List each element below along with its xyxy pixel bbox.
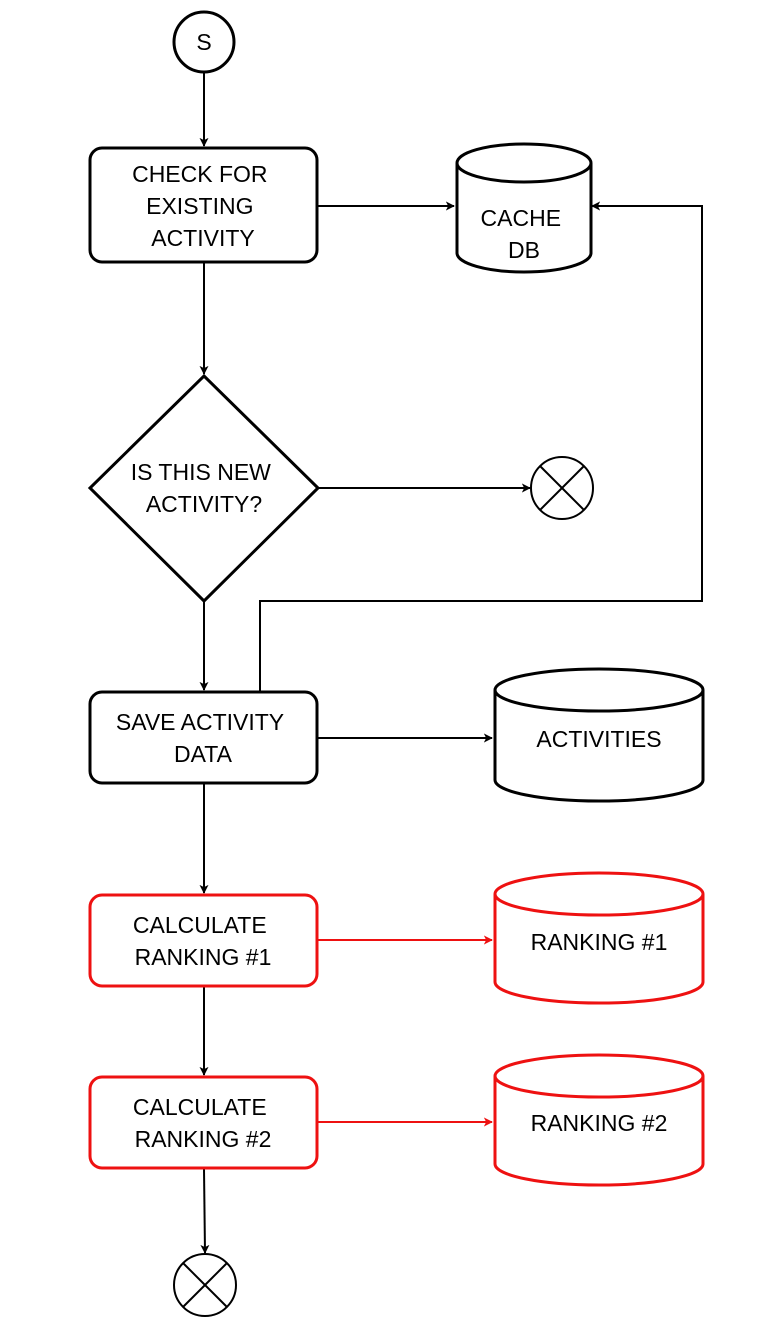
- decision-new-activity: IS THIS NEW ACTIVITY?: [87, 373, 321, 604]
- ranking-2-db-cylinder: RANKING #2: [493, 1053, 705, 1187]
- process-check-existing-label: CHECK FOR EXISTING ACTIVITY: [132, 161, 274, 251]
- process-calculate-ranking-2: CALCULATE RANKING #2: [88, 1075, 319, 1170]
- edge-rank2-to-end: [200, 1168, 210, 1254]
- edge-save-to-cache-db: [259, 201, 703, 691]
- cache-db-cylinder: CACHE DB: [455, 142, 593, 274]
- ranking-1-db-label: RANKING #1: [531, 929, 668, 955]
- process-check-existing: CHECK FOR EXISTING ACTIVITY: [88, 146, 319, 264]
- process-save-activity-label: SAVE ACTIVITY DATA: [116, 709, 290, 767]
- process-calculate-ranking-1: CALCULATE RANKING #1: [88, 893, 319, 988]
- ranking-2-db-label: RANKING #2: [531, 1110, 668, 1136]
- start-label: S: [196, 29, 211, 55]
- activities-db-cylinder: ACTIVITIES: [493, 667, 705, 803]
- activities-db-label: ACTIVITIES: [536, 726, 661, 752]
- process-calculate-ranking-1-label: CALCULATE RANKING #1: [133, 912, 273, 970]
- cache-db-label: CACHE DB: [481, 205, 568, 263]
- start-node: S: [172, 10, 236, 74]
- process-calculate-ranking-2-label: CALCULATE RANKING #2: [133, 1094, 273, 1152]
- process-save-activity: SAVE ACTIVITY DATA: [88, 690, 319, 785]
- connectors: [199, 72, 703, 1254]
- ranking-1-db-cylinder: RANKING #1: [493, 871, 705, 1005]
- decision-new-activity-label: IS THIS NEW ACTIVITY?: [131, 459, 278, 517]
- circle-x-icon: [530, 456, 594, 520]
- circle-x-icon: [173, 1253, 237, 1317]
